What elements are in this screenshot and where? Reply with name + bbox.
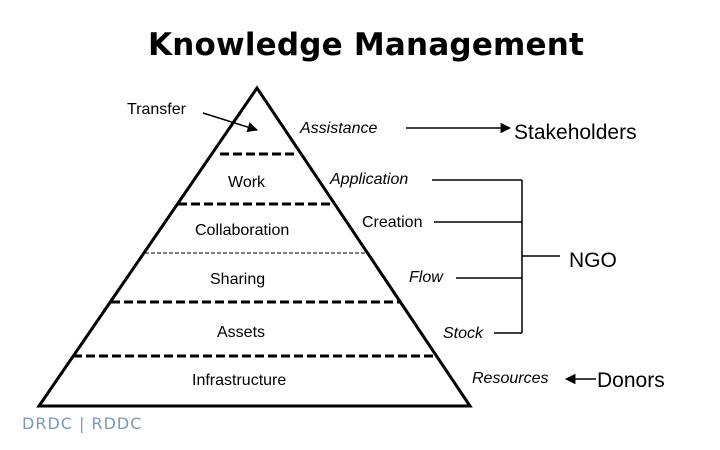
level-work: Work [228, 174, 266, 191]
transfer-arrow [202, 112, 259, 133]
level-infrastructure: Infrastructure [192, 372, 287, 389]
level-sharing: Sharing [210, 271, 266, 288]
item-flow: Flow [409, 269, 443, 286]
item-application: Application [330, 171, 409, 188]
logo-text: DRDC | RDDC [22, 414, 143, 433]
item-resources: Resources [472, 370, 549, 387]
item-assistance: Assistance [300, 120, 378, 137]
item-creation: Creation [362, 214, 423, 231]
item-stock: Stock [443, 325, 484, 342]
label-stakeholders: Stakeholders [514, 121, 637, 144]
level-collaboration: Collaboration [195, 222, 290, 239]
label-transfer: Transfer [127, 101, 186, 118]
pyramid-outline [36, 85, 473, 408]
drdc-logo: DRDC | RDDC [22, 414, 143, 436]
label-donors: Donors [597, 369, 665, 392]
label-ngo: NGO [569, 249, 617, 272]
page-title: Knowledge Management [148, 27, 585, 63]
level-assets: Assets [217, 324, 266, 341]
